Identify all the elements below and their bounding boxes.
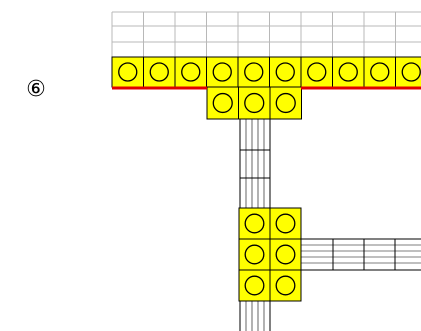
stud-cell (270, 208, 301, 239)
stud-cell (239, 208, 270, 239)
stud-cell (175, 57, 207, 87)
stud-cell (207, 87, 239, 119)
stud-cell (270, 270, 301, 301)
stud-cell (144, 57, 176, 87)
stud-cell (301, 57, 333, 87)
stud-cell (270, 57, 302, 87)
stud-cell (396, 57, 421, 87)
stud-cell (364, 57, 396, 87)
stud-cell (333, 57, 365, 87)
stud-cell (270, 87, 302, 119)
stud-cell (270, 239, 301, 270)
stud-cell (238, 57, 270, 87)
stud-cell (239, 239, 270, 270)
stud-cell (239, 87, 271, 119)
stud-cell (239, 270, 270, 301)
background-grid (112, 12, 421, 57)
stud-blocks (112, 57, 421, 301)
stud-cell (207, 57, 239, 87)
stud-cell (112, 57, 144, 87)
